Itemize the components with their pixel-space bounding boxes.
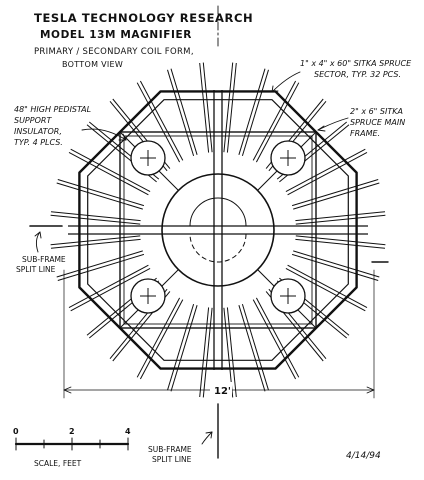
left-split-label-line-1: SUB-FRAME	[22, 255, 66, 264]
sector-edge	[287, 264, 368, 309]
sector-edge	[199, 62, 210, 153]
dimension-label: 12'	[214, 386, 231, 397]
sector-edge	[57, 179, 145, 207]
insulator-callout: 48" HIGH PEDISTAL SUPPORT INSULATOR, TYP…	[14, 105, 127, 147]
insulator-callout-line-1: 48" HIGH PEDISTAL	[14, 105, 91, 114]
sector-edge	[293, 182, 380, 210]
sector-edge	[295, 214, 386, 225]
sector-edge	[170, 305, 198, 392]
bottom-split-leader	[201, 431, 213, 445]
sector-edge	[50, 214, 141, 225]
insulator-callout-line-3: INSULATOR,	[14, 127, 62, 136]
left-split-label-line-2: SPLIT LINE	[16, 265, 56, 274]
sector-edge	[50, 235, 141, 246]
title-line-1: TESLA TECHNOLOGY RESEARCH	[34, 11, 253, 25]
sector-edge	[255, 297, 300, 378]
insulator-callout-line-4: TYP. 4 PLCS.	[14, 138, 63, 147]
sector-edge	[170, 68, 198, 155]
scale-label-0: 0	[13, 427, 19, 436]
sector-callout-line-1: 1" x 4" x 60" SITKA SPRUCE	[300, 59, 412, 68]
sector-edge	[167, 69, 195, 157]
sector-edge	[70, 267, 151, 312]
sector-edge	[139, 80, 184, 161]
sector-edge	[68, 264, 149, 309]
title-line-4: BOTTOM VIEW	[62, 60, 123, 69]
bottom-split-label-line-2: SPLIT LINE	[152, 455, 192, 464]
sector-edge	[136, 297, 181, 378]
bottom-split-label-line-1: SUB-FRAME	[148, 445, 192, 454]
sector-edge	[202, 62, 213, 153]
sector-edge	[223, 62, 234, 153]
sector-edge	[291, 179, 379, 207]
sector-edge	[136, 82, 181, 163]
scale-bar: 0 2 4 SCALE, FEET	[13, 427, 131, 468]
sector-edge	[167, 303, 195, 391]
sector-edge	[238, 68, 266, 155]
sector-edge	[295, 238, 386, 249]
center-arc-bottom	[189, 233, 247, 263]
left-split-leader	[35, 231, 41, 253]
frame-callout: 2" x 6" SITKA SPRUCE MAIN FRAME.	[317, 107, 405, 138]
sector-edge	[238, 305, 266, 392]
frame-leader-arrowhead	[317, 125, 326, 132]
frame-callout-line-1: 2" x 6" SITKA	[350, 107, 403, 116]
frame-callout-line-2: SPRUCE MAIN	[350, 118, 405, 127]
sector-leader-line	[271, 71, 301, 93]
center-disc	[161, 173, 275, 287]
insulator-callout-line-2: SUPPORT	[14, 116, 52, 125]
scale-caption: SCALE, FEET	[34, 459, 82, 468]
left-split-arrowhead	[34, 231, 42, 239]
sector-edge	[50, 211, 141, 222]
bottom-split-arrowhead	[205, 431, 213, 439]
octagon-inner-rail	[87, 99, 349, 361]
dimension-arrowheads	[63, 386, 375, 394]
sector-edge	[241, 303, 269, 391]
center-arc-top	[189, 197, 247, 227]
octagon-outer-rail	[78, 90, 358, 370]
scale-label-4: 4	[125, 427, 131, 436]
sector-edge	[226, 307, 237, 398]
sector-edge	[57, 253, 145, 281]
sector-edge	[50, 238, 141, 249]
sector-edge	[285, 267, 366, 312]
vertical-split-line: SUB-FRAME SPLIT LINE	[148, 5, 219, 464]
frame-inner-square	[119, 131, 317, 329]
sector-callout-line-2: SECTOR, TYP. 32 PCS.	[314, 70, 401, 79]
center-hub	[161, 173, 275, 287]
sector-edge	[252, 80, 297, 161]
sector-edge	[68, 151, 149, 196]
dimension-label-gap	[210, 382, 232, 396]
sector-edge	[295, 211, 386, 222]
sector-edge	[70, 148, 151, 193]
frame-callout-line-3: FRAME.	[350, 129, 380, 138]
octagon-frame	[78, 90, 358, 370]
sector-edge	[287, 151, 368, 196]
scale-label-2: 2	[69, 427, 75, 436]
sector-edge	[139, 299, 184, 380]
sector-edge	[255, 82, 300, 163]
sector-edge	[56, 250, 143, 278]
left-split-marker: SUB-FRAME SPLIT LINE	[16, 225, 389, 274]
drawing-date: 4/14/94	[346, 451, 381, 461]
sector-edge	[199, 307, 210, 398]
insulator-leader-line	[81, 128, 127, 141]
sector-edge	[295, 235, 386, 246]
width-dimension: 12'	[63, 269, 375, 399]
pedestal-insulators	[130, 140, 306, 314]
sector-callout: 1" x 4" x 60" SITKA SPRUCE SECTOR, TYP. …	[271, 59, 412, 93]
sector-edge	[293, 250, 380, 278]
sector-edge	[226, 62, 237, 153]
sector-edge	[241, 69, 269, 157]
title-line-3: PRIMARY / SECONDARY COIL FORM,	[34, 47, 194, 57]
sector-edge	[56, 182, 143, 210]
title-line-2: MODEL 13M MAGNIFIER	[40, 29, 192, 41]
title-block: TESLA TECHNOLOGY RESEARCH MODEL 13M MAGN…	[34, 11, 253, 69]
sector-edge	[252, 299, 297, 380]
sector-edge	[291, 253, 379, 281]
frame-inner-square-edge	[123, 135, 313, 325]
sector-edge	[202, 307, 213, 398]
sector-edge	[285, 148, 366, 193]
